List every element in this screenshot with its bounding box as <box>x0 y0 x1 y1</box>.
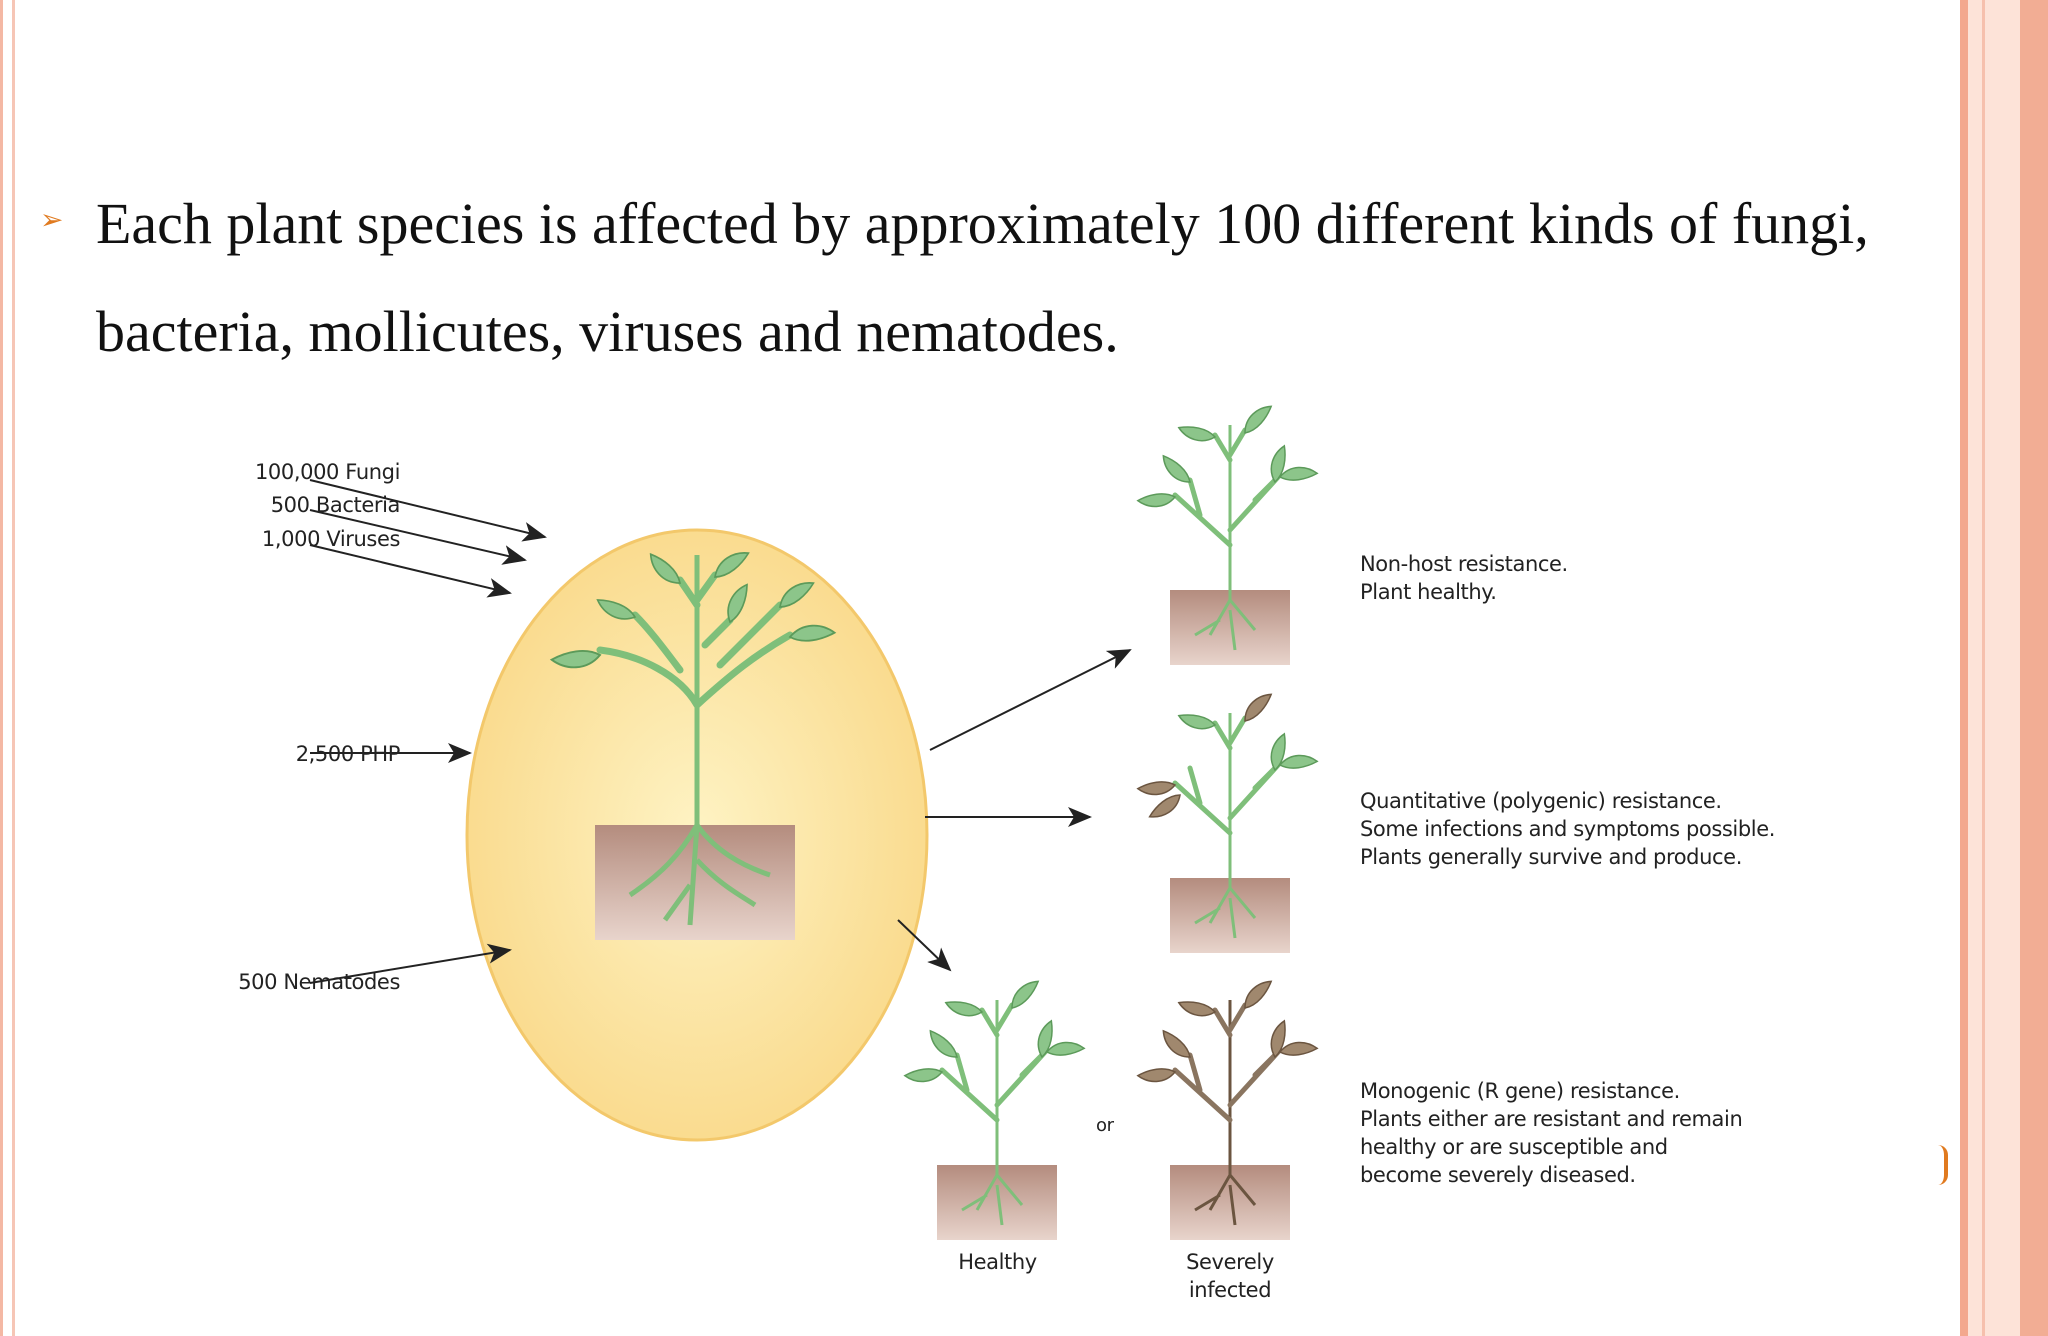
label-fungi: 100,000 Fungi <box>254 460 400 484</box>
slide-border-left-inner <box>12 0 15 1336</box>
infected-plant <box>1136 977 1319 1240</box>
label-viruses: 1,000 Viruses <box>261 527 400 551</box>
healthy-label: Healthy <box>958 1250 1037 1274</box>
decorative-orange-arc <box>1938 1145 1948 1185</box>
arrow-bullet-icon: ➢ <box>40 203 64 236</box>
monogenic-description: Monogenic (R gene) resistance. Plants ei… <box>1360 1079 1743 1187</box>
host-plant-illustration <box>549 547 837 940</box>
slide-border-right <box>1960 0 2048 1336</box>
bullet-text: Each plant species is affected by approx… <box>96 191 1869 364</box>
severely-infected-label: Severely infected <box>1186 1250 1274 1302</box>
nonhost-description: Non-host resistance. Plant healthy. <box>1360 552 1568 604</box>
or-label: or <box>1096 1115 1114 1136</box>
nonhost-plant <box>1136 405 1319 665</box>
quantitative-description: Quantitative (polygenic) resistance. Som… <box>1360 789 1776 869</box>
quantitative-plant <box>1136 690 1319 953</box>
healthy-plant <box>903 977 1086 1240</box>
diagram-graphics <box>309 405 1319 1240</box>
label-nematodes: 500 Nematodes <box>238 970 400 994</box>
slide-border-left <box>0 0 3 1336</box>
label-bacteria: 500 Bacteria <box>270 493 401 517</box>
label-php: 2,500 PHP <box>295 742 401 766</box>
plant-disease-resistance-figure: 100,000 Fungi 500 Bacteria 1,000 Viruses… <box>210 405 1840 1325</box>
